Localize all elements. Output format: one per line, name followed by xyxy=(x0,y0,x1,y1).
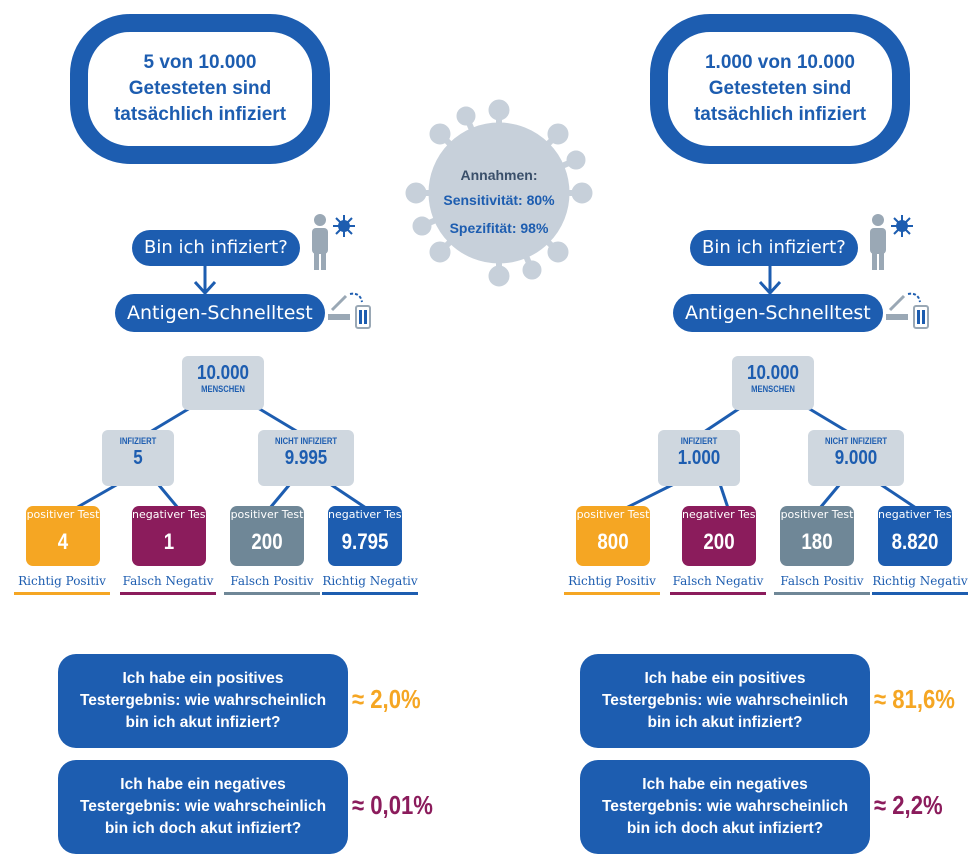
root-value: 10.000 xyxy=(196,362,249,384)
leaf-header: negativer Test xyxy=(132,508,206,521)
infected-value: 5 xyxy=(133,447,143,469)
leaf-true-positive: positiver Test 4 xyxy=(26,506,100,566)
positive-question-box: Ich habe ein positives Testergebnis: wie… xyxy=(580,654,870,748)
leaf-value: 180 xyxy=(801,529,833,554)
not-infected-value: 9.995 xyxy=(284,447,328,469)
not-infected-value: 9.000 xyxy=(834,447,878,469)
leaf-false-positive: positiver Test 180 xyxy=(780,506,854,566)
infected-caption: INFIZIERT xyxy=(680,436,718,446)
leaf-header: positiver Test xyxy=(576,508,650,521)
leaf-false-positive: positiver Test 200 xyxy=(230,506,304,566)
label-true-positive: Richtig Positiv xyxy=(564,574,660,595)
tree-lines xyxy=(75,406,367,510)
down-arrow-icon xyxy=(193,264,217,296)
scenario-frame: 1.000 von 10.000 Getesteten sind tatsäch… xyxy=(650,14,910,164)
infected-node: INFIZIERT 1.000 xyxy=(658,430,740,486)
scenario-left: 5 von 10.000 Getesteten sind tatsächlich… xyxy=(0,0,433,855)
negative-question-box: Ich habe ein negatives Testergebnis: wie… xyxy=(580,760,870,854)
leaf-true-positive: positiver Test 800 xyxy=(576,506,650,566)
label-true-negative: Richtig Negativ xyxy=(872,574,968,595)
negative-result: ≈ 0,01% xyxy=(352,790,433,820)
test-pill: Antigen-Schnelltest xyxy=(115,294,325,332)
person-virus-icon xyxy=(870,214,913,270)
positive-result: ≈ 81,6% xyxy=(874,684,955,714)
label-true-positive: Richtig Positiv xyxy=(14,574,110,595)
test-kit-icon xyxy=(328,292,371,329)
scenario-frame: 5 von 10.000 Getesteten sind tatsächlich… xyxy=(70,14,330,164)
leaf-value: 200 xyxy=(703,529,735,554)
positive-result: ≈ 2,0% xyxy=(352,684,421,714)
test-kit-icon xyxy=(886,292,929,329)
leaf-header: negativer Test xyxy=(682,508,756,521)
leaf-value: 4 xyxy=(57,529,69,554)
infected-caption: INFIZIERT xyxy=(119,436,157,446)
question-pill: Bin ich infiziert? xyxy=(690,230,858,266)
assumptions-title: Annahmen: xyxy=(460,167,538,183)
assumptions: Annahmen: Sensitivität: 80% Spezifität: … xyxy=(414,164,584,242)
leaf-false-negative: negativer Test 200 xyxy=(682,506,756,566)
label-true-negative: Richtig Negativ xyxy=(322,574,418,595)
leaf-header: positiver Test xyxy=(780,508,854,521)
scenario-text: 5 von 10.000 Getesteten sind tatsächlich… xyxy=(113,52,287,125)
test-pill: Antigen-Schnelltest xyxy=(673,294,883,332)
root-caption: MENSCHEN xyxy=(201,384,245,394)
leaf-value: 9.795 xyxy=(341,529,389,554)
specificity-text: Spezifität: 98% xyxy=(449,220,549,236)
virus-icon xyxy=(405,99,593,287)
label-false-positive: Falsch Positiv xyxy=(774,574,870,595)
root-caption: MENSCHEN xyxy=(751,384,795,394)
sensitivity-text: Sensitivität: 80% xyxy=(443,192,555,208)
positive-question-box: Ich habe ein positives Testergebnis: wie… xyxy=(58,654,348,748)
leaf-true-negative: negativer Test 9.795 xyxy=(328,506,402,566)
label-false-negative: Falsch Negativ xyxy=(120,574,216,595)
not-infected-node: NICHT INFIZIERT 9.000 xyxy=(808,430,904,486)
infected-value: 1.000 xyxy=(677,447,721,469)
not-infected-node: NICHT INFIZIERT 9.995 xyxy=(258,430,354,486)
scenario-right: 1.000 von 10.000 Getesteten sind tatsäch… xyxy=(550,0,980,855)
negative-question-box: Ich habe ein negatives Testergebnis: wie… xyxy=(58,760,348,854)
leaf-header: negativer Test xyxy=(328,508,402,521)
leaf-value: 800 xyxy=(597,529,629,554)
tree-lines xyxy=(625,406,917,510)
tree-root-node: 10.000 MENSCHEN xyxy=(732,356,814,410)
root-value: 10.000 xyxy=(746,362,799,384)
tree-root-node: 10.000 MENSCHEN xyxy=(182,356,264,410)
scenario-text: 1.000 von 10.000 Getesteten sind tatsäch… xyxy=(693,52,867,125)
leaf-header: negativer Test xyxy=(878,508,952,521)
question-pill: Bin ich infiziert? xyxy=(132,230,300,266)
down-arrow-icon xyxy=(758,264,782,296)
person-virus-icon xyxy=(312,214,355,270)
label-false-positive: Falsch Positiv xyxy=(224,574,320,595)
leaf-header: positiver Test xyxy=(26,508,100,521)
leaf-true-negative: negativer Test 8.820 xyxy=(878,506,952,566)
label-false-negative: Falsch Negativ xyxy=(670,574,766,595)
leaf-value: 1 xyxy=(163,529,175,554)
negative-result: ≈ 2,2% xyxy=(874,790,943,820)
not-infected-caption: NICHT INFIZIERT xyxy=(274,436,338,446)
leaf-value: 200 xyxy=(251,529,283,554)
leaf-value: 8.820 xyxy=(891,529,939,554)
leaf-header: positiver Test xyxy=(230,508,304,521)
not-infected-caption: NICHT INFIZIERT xyxy=(824,436,888,446)
leaf-false-negative: negativer Test 1 xyxy=(132,506,206,566)
infected-node: INFIZIERT 5 xyxy=(102,430,174,486)
